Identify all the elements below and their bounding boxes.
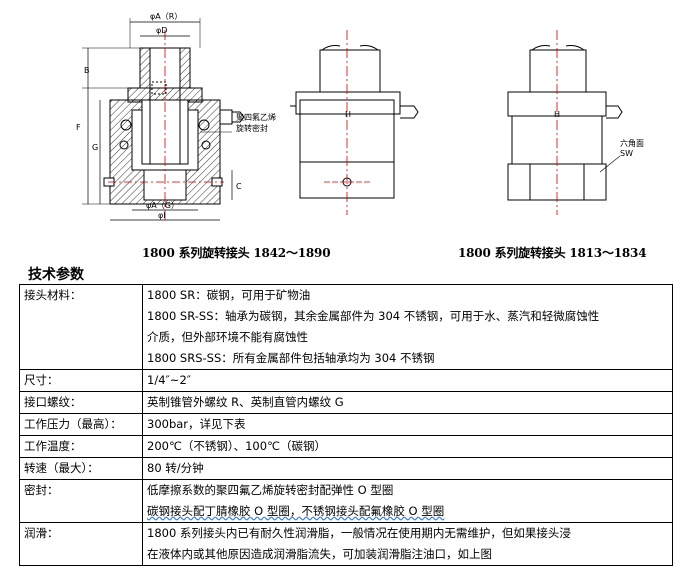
row-value: 200℃（不锈钢）、100℃（碳钢）: [142, 435, 673, 458]
value-line: 200℃（不锈钢）、100℃（碳钢）: [147, 439, 326, 453]
dim-b-label: B: [84, 66, 90, 75]
row-label: 工作温度：: [19, 435, 143, 458]
dim-a-g-label: φA（G）: [146, 201, 179, 210]
row-value: 80 转/分钟: [142, 457, 673, 480]
caption-right: 1800 系列旋转接头 1813～1834: [458, 246, 647, 260]
value-line: 介质，但外部环境不能有腐蚀性: [147, 330, 308, 344]
row-label: 接头材料：: [19, 284, 143, 370]
table-row: 工作温度： 200℃（不锈钢）、100℃（碳钢）: [19, 435, 673, 458]
value-line: 1800 SRS-SS：所有金属部件包括轴承均为 304 不锈钢: [147, 351, 435, 365]
row-label: 转速（最大）：: [19, 457, 143, 480]
table-row: 工作压力（最高）： 300bar，详见下表: [19, 413, 673, 436]
sw-label: SW: [620, 149, 633, 158]
caption-left: 1800 系列旋转接头 1842～1890: [142, 246, 331, 260]
section-drawing: [82, 18, 245, 222]
dim-g-label: G: [92, 143, 98, 152]
row-value: 英制锥管外螺纹 R、英制直管内螺纹 G: [142, 391, 673, 414]
row-label: 密封：: [19, 479, 143, 523]
value-line: 1800 SR-SS：轴承为碳钢，其余金属部件为 304 不锈钢，可用于水、蒸汽…: [147, 309, 600, 323]
spec-table: 接头材料： 1800 SR：碳钢，可用于矿物油 1800 SR-SS：轴承为碳钢…: [19, 284, 673, 566]
row-value: 低摩擦系数的聚四氟乙烯旋转密封配弹性 O 型圈 碳钢接头配丁腈橡胶 O 型圈，不…: [142, 479, 673, 523]
value-line: 1/4″~2″: [147, 373, 192, 387]
dim-f-label: F: [76, 123, 81, 132]
hex-face-label: 六角面: [620, 138, 644, 148]
table-row: 转速（最大）： 80 转/分钟: [19, 457, 673, 480]
dim-c-label: C: [236, 182, 242, 191]
value-line: 80 转/分钟: [147, 461, 204, 475]
dim-d-label: φD: [156, 26, 167, 35]
right-drawing: [507, 30, 623, 215]
table-row: 接口螺纹： 英制锥管外螺纹 R、英制直管内螺纹 G: [19, 391, 673, 414]
row-value: 300bar，详见下表: [142, 413, 673, 436]
table-row: 尺寸： 1/4″~2″: [19, 369, 673, 392]
row-value: 1800 SR：碳钢，可用于矿物油 1800 SR-SS：轴承为碳钢，其余金属部…: [142, 284, 673, 370]
row-value: 1/4″~2″: [142, 369, 673, 392]
value-line: 300bar，详见下表: [147, 417, 246, 431]
row-label: 润滑：: [19, 522, 143, 566]
dim-a-r-label: φA（R）: [150, 12, 182, 21]
row-label: 尺寸：: [19, 369, 143, 392]
value-line: 碳钢接头配丁腈橡胶 O 型圈，不锈钢接头配氟橡胶 O 型圈: [147, 504, 445, 518]
table-row: 密封： 低摩擦系数的聚四氟乙烯旋转密封配弹性 O 型圈 碳钢接头配丁腈橡胶 O …: [19, 479, 673, 523]
row-label: 工作压力（最高）：: [19, 413, 143, 436]
value-line: 1800 系列接头内已有耐久性润滑脂，一般情况在使用期内无需维护，但如果接头浸: [147, 526, 571, 540]
value-line: 1800 SR：碳钢，可用于矿物油: [147, 288, 311, 302]
value-line: 低摩擦系数的聚四氟乙烯旋转密封配弹性 O 型圈: [147, 483, 394, 497]
value-line: 在液体内或其他原因造成润滑脂流失，可加装润滑脂注油口，如上图: [147, 547, 492, 561]
technical-drawings: φA（R） φD B F G C φA（G） φI 聚四氟乙烯 旋转密封 H: [76, 12, 644, 222]
seal-note-line2: 旋转密封: [236, 123, 268, 133]
row-label: 接口螺纹：: [19, 391, 143, 414]
table-row: 接头材料： 1800 SR：碳钢，可用于矿物油 1800 SR-SS：轴承为碳钢…: [19, 284, 673, 370]
side-view-h-label: H: [345, 110, 351, 119]
value-line: 英制锥管外螺纹 R、英制直管内螺纹 G: [147, 395, 344, 409]
table-row: 润滑： 1800 系列接头内已有耐久性润滑脂，一般情况在使用期内无需维护，但如果…: [19, 522, 673, 566]
seal-note-line1: 聚四氟乙烯: [236, 112, 276, 122]
right-h-label: H: [554, 110, 560, 119]
row-value: 1800 系列接头内已有耐久性润滑脂，一般情况在使用期内无需维护，但如果接头浸 …: [142, 522, 673, 566]
side-view-drawing: [290, 30, 419, 215]
section-title: 技术参数: [28, 267, 84, 283]
dim-i-label: φI: [158, 211, 166, 220]
